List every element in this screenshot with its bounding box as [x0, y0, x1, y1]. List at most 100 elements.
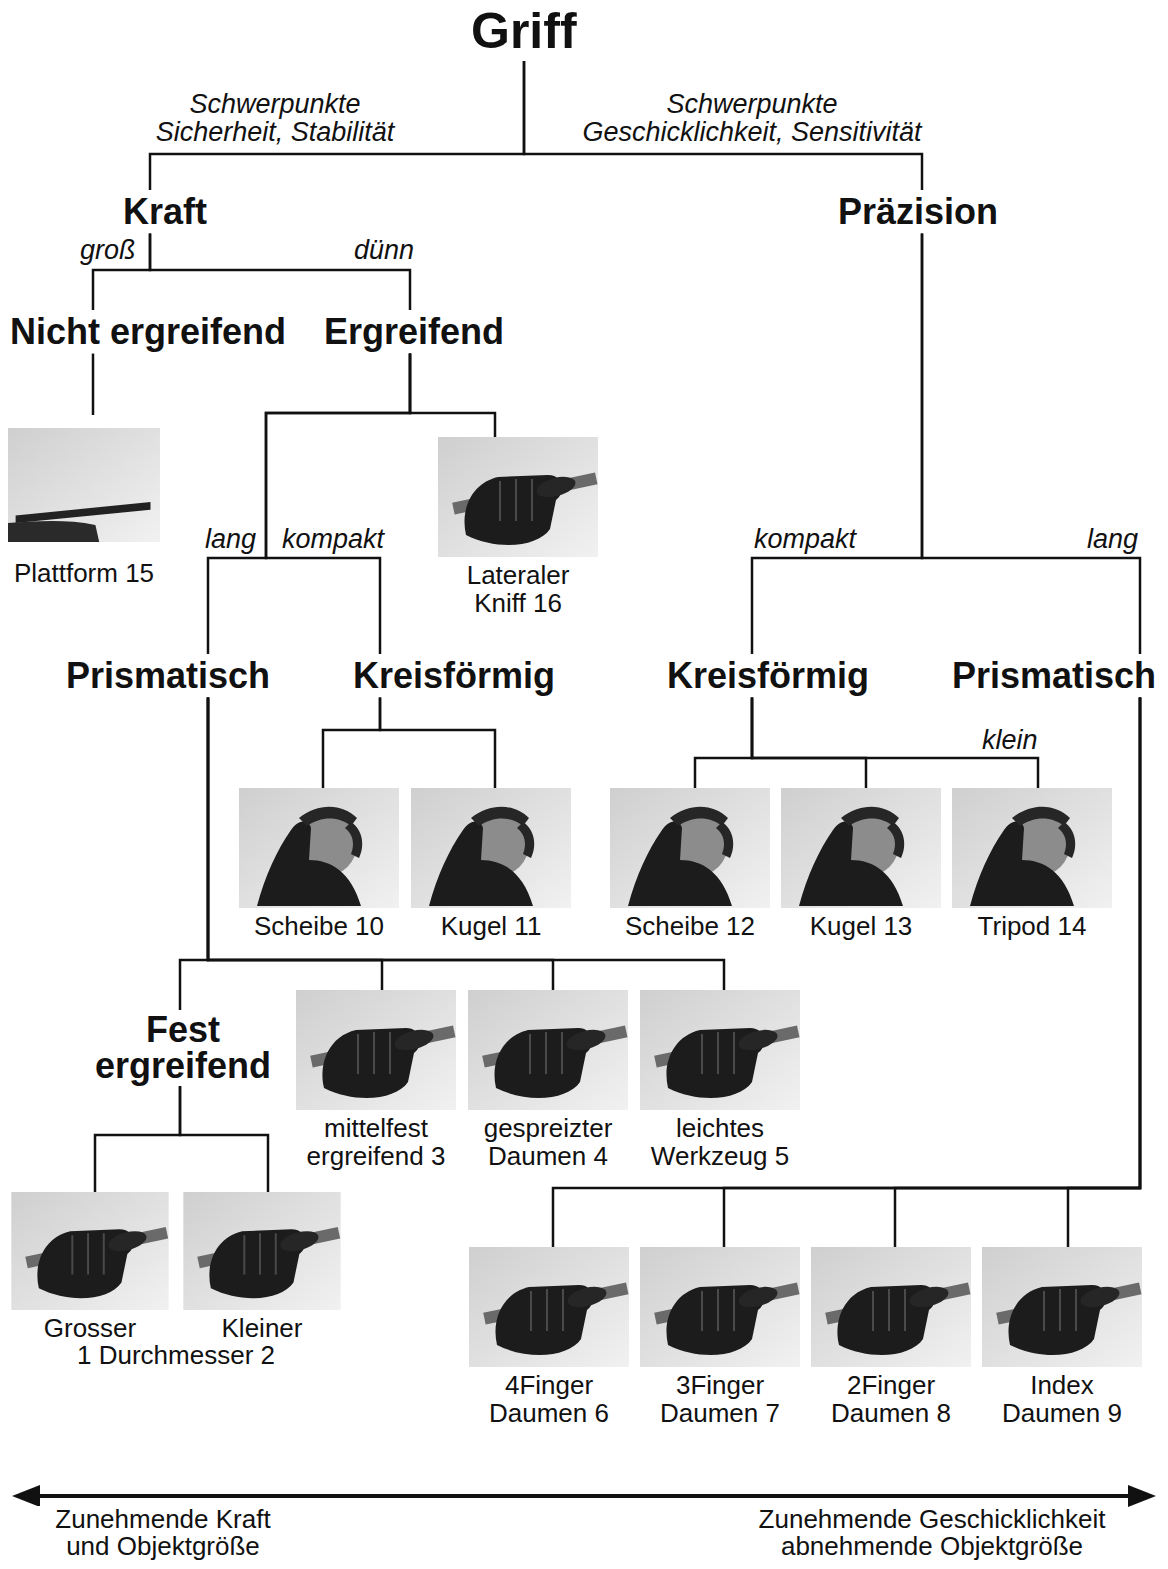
category-heading: Ergreifend [320, 310, 508, 354]
heading-text: Kreisförmig [667, 656, 869, 696]
heading-text: Präzision [838, 192, 998, 232]
photo-slot [610, 788, 770, 908]
heading-text: Ergreifend [324, 312, 504, 352]
tree-connector [208, 354, 410, 654]
photo-slot [640, 990, 800, 1110]
photo-slot [438, 437, 598, 557]
photo-slot [811, 1247, 971, 1367]
tree-connector [180, 1086, 268, 1192]
tree-connector [752, 234, 922, 654]
photo-caption: Lateraler Kniff 16 [438, 561, 598, 617]
photo-caption: leichtes Werkzeug 5 [640, 1114, 800, 1170]
diameter-caption: 1 Durchmesser 2 [46, 1342, 306, 1369]
photo-caption: 3Finger Daumen 7 [640, 1371, 800, 1427]
tree-connector [752, 698, 866, 788]
photo-caption: Scheibe 10 [238, 912, 400, 940]
grasp-photo: leichtes Werkzeug 5 [640, 990, 800, 1170]
arrow-head [1128, 1485, 1156, 1507]
category-heading: Fest ergreifend [79, 1010, 287, 1086]
axis-label: Zunehmende Kraft und Objektgröße [38, 1506, 288, 1561]
grasp-photo: gespreizter Daumen 4 [468, 990, 628, 1170]
tree-connector [208, 698, 724, 990]
photo-caption: Plattform 15 [8, 559, 160, 587]
tree-connector [695, 698, 752, 788]
tree-connector [410, 354, 495, 437]
tree-connector [1068, 698, 1140, 1247]
photo-caption: Kugel 13 [781, 912, 941, 940]
photo-slot [238, 788, 400, 908]
tree-connector [922, 234, 1140, 654]
heading-text: Kraft [123, 192, 207, 232]
grasp-photo: 3Finger Daumen 7 [640, 1247, 800, 1427]
photo-caption: Grosser [10, 1314, 170, 1342]
grasp-photo: Grosser [10, 1192, 170, 1342]
category-heading: Prismatisch [948, 654, 1160, 698]
photo-caption: gespreizter Daumen 4 [468, 1114, 628, 1170]
category-heading: Nicht ergreifend [6, 310, 290, 354]
heading-text: Fest ergreifend [83, 1012, 283, 1084]
heading-text: Nicht ergreifend [10, 312, 286, 352]
grasp-photo: Kleiner [182, 1192, 342, 1342]
edge-label: dünn [352, 236, 416, 264]
grasp-photo: Kugel 11 [410, 788, 572, 940]
category-heading: Präzision [834, 190, 1002, 234]
category-heading: Kreisförmig [663, 654, 873, 698]
edge-label: lang [203, 525, 258, 553]
photo-caption: Kleiner [182, 1314, 342, 1342]
tree-connector [208, 698, 553, 990]
grasp-photo: Index Daumen 9 [982, 1247, 1142, 1427]
heading-text: Griff [471, 4, 577, 59]
edge-label: Schwerpunkte Sicherheit, Stabilität [138, 90, 412, 147]
photo-slot [296, 990, 456, 1110]
photo-caption: 2Finger Daumen 8 [811, 1371, 971, 1427]
tree-connector [180, 698, 208, 1010]
grasp-photo: 2Finger Daumen 8 [811, 1247, 971, 1427]
grasp-photo: Scheibe 12 [610, 788, 770, 940]
tree-connector [895, 698, 1140, 1247]
tree-connector [380, 698, 495, 788]
tree-connector [95, 1086, 180, 1192]
photo-caption: Kugel 11 [410, 912, 572, 940]
photo-caption: Tripod 14 [952, 912, 1112, 940]
heading-text: Kreisförmig [353, 656, 555, 696]
tree-connector [323, 698, 380, 788]
arrow-head [12, 1485, 40, 1507]
tree-connector [208, 698, 382, 990]
axis-label: Zunehmende Geschicklichkeit abnehmende O… [742, 1506, 1122, 1561]
photo-caption: mittelfest ergreifend 3 [296, 1114, 456, 1170]
edge-label: klein [980, 726, 1040, 754]
photo-slot [8, 415, 160, 555]
photo-slot [952, 788, 1112, 908]
edge-label: groß [78, 236, 138, 264]
root-heading: Griff [467, 2, 581, 61]
edge-label: kompakt [280, 525, 386, 553]
tree-connector [266, 354, 410, 654]
heading-text: Prismatisch [66, 656, 270, 696]
grasp-photo: Kugel 13 [781, 788, 941, 940]
grasp-photo: Lateraler Kniff 16 [438, 437, 598, 617]
tree-connector [92, 354, 95, 415]
category-heading: Prismatisch [62, 654, 274, 698]
edge-label: Schwerpunkte Geschicklichkeit, Sensitivi… [570, 90, 934, 147]
photo-slot [10, 1192, 170, 1310]
grasp-photo: Plattform 15 [8, 415, 160, 587]
photo-slot [410, 788, 572, 908]
photo-slot [469, 1247, 629, 1367]
edge-label: kompakt [752, 525, 858, 553]
photo-caption: Scheibe 12 [610, 912, 770, 940]
heading-text: Prismatisch [952, 656, 1156, 696]
category-heading: Kreisförmig [349, 654, 559, 698]
photo-slot [781, 788, 941, 908]
photo-slot [640, 1247, 800, 1367]
photo-caption: Index Daumen 9 [982, 1371, 1142, 1427]
grasp-photo: mittelfest ergreifend 3 [296, 990, 456, 1170]
axis-arrow [34, 1494, 1134, 1498]
grasp-photo: Scheibe 10 [238, 788, 400, 940]
photo-slot [182, 1192, 342, 1310]
photo-slot [982, 1247, 1142, 1367]
photo-caption: 4Finger Daumen 6 [469, 1371, 629, 1427]
tree-connector [553, 698, 1140, 1247]
